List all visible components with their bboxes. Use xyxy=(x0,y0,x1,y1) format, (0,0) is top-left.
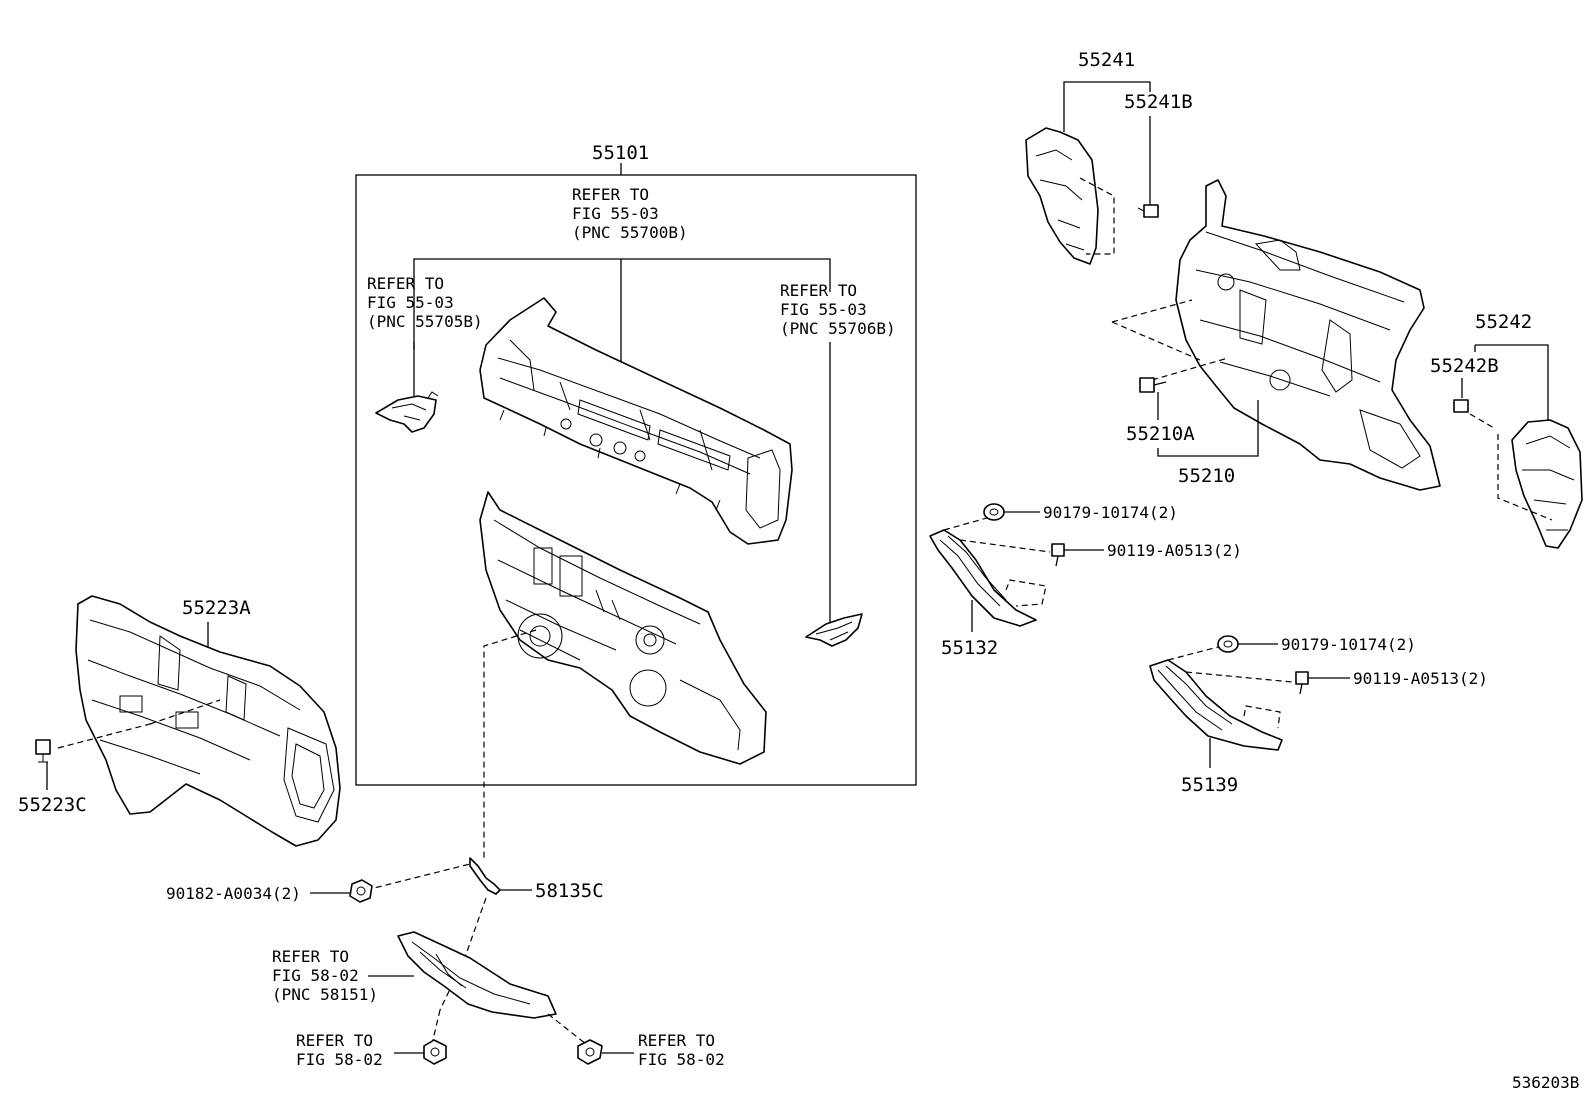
part-label-90119-a0513-a[interactable]: 90119-A0513(2) xyxy=(1107,541,1242,560)
image-code: 536203B xyxy=(1512,1073,1579,1092)
part-label-55242b[interactable]: 55242B xyxy=(1430,355,1499,377)
clip-90179-b xyxy=(1217,635,1239,653)
part-label-55101[interactable]: 55101 xyxy=(592,142,649,164)
bracket-55242 xyxy=(1511,419,1583,549)
clip-ref-bottom-left xyxy=(423,1039,447,1065)
assembly-group-55101: 55101 REFER TO FIG 55-03 (PNC 55700B) RE… xyxy=(355,142,917,786)
clip-55241b xyxy=(1137,204,1159,218)
part-label-55223c[interactable]: 55223C xyxy=(18,794,87,816)
insulator-55132 xyxy=(929,529,1037,627)
assembly-box xyxy=(355,174,917,786)
clip-90179-a xyxy=(983,503,1005,521)
bracket-55241-group: 55241 55241B xyxy=(1025,49,1193,265)
clip-55242b xyxy=(1453,399,1469,413)
refer-left-line1: REFER TO xyxy=(367,274,444,293)
part-label-90119-a0513-b[interactable]: 90119-A0513(2) xyxy=(1353,669,1488,688)
refer-bottom-right-line2[interactable]: FIG 58-02 xyxy=(638,1050,725,1069)
bolt-90119-a xyxy=(1051,543,1065,567)
bracket-right-55706b xyxy=(805,613,863,647)
part-label-55241[interactable]: 55241 xyxy=(1078,49,1135,71)
part-label-90182-a0034[interactable]: 90182-A0034(2) xyxy=(166,884,301,903)
refer-58151-line2[interactable]: FIG 58-02 xyxy=(272,966,359,985)
cowl-top-panel xyxy=(479,297,793,545)
dash-panel xyxy=(479,491,767,765)
refer-center-line1: REFER TO xyxy=(572,185,649,204)
part-label-58135c[interactable]: 58135C xyxy=(535,880,604,902)
dash-silencer-55223a xyxy=(75,595,341,847)
dash-silencer-55210 xyxy=(1175,179,1441,491)
part-label-55139[interactable]: 55139 xyxy=(1181,774,1238,796)
bolt-90119-b xyxy=(1295,671,1309,695)
refer-left-line3: (PNC 55705B) xyxy=(367,312,483,331)
silencer-55223a-group: 55223A 55223C xyxy=(18,595,341,847)
part-label-55241b[interactable]: 55241B xyxy=(1124,91,1193,113)
insulator-55139-group: 90179-10174(2) 90119-A0513(2) 55139 xyxy=(1149,635,1488,796)
insulator-58151 xyxy=(397,931,557,1019)
bracket-left-55705b xyxy=(375,391,439,433)
part-label-55210[interactable]: 55210 xyxy=(1178,465,1235,487)
refer-right-line2[interactable]: FIG 55-03 xyxy=(780,300,867,319)
refer-center-line2[interactable]: FIG 55-03 xyxy=(572,204,659,223)
clip-55223c xyxy=(35,739,51,763)
part-label-55132[interactable]: 55132 xyxy=(941,637,998,659)
refer-left-line2[interactable]: FIG 55-03 xyxy=(367,293,454,312)
silencer-55210-group: 55210A 55210 xyxy=(1111,179,1441,491)
part-label-55242[interactable]: 55242 xyxy=(1475,311,1532,333)
refer-58151-line3: (PNC 58151) xyxy=(272,985,378,1004)
refer-58151-line1: REFER TO xyxy=(272,947,349,966)
part-label-90179-10174-a[interactable]: 90179-10174(2) xyxy=(1043,503,1178,522)
clip-55210a xyxy=(1139,377,1167,393)
refer-center-line3: (PNC 55700B) xyxy=(572,223,688,242)
bracket-55241 xyxy=(1025,127,1099,265)
refer-bottom-left-line1: REFER TO xyxy=(296,1031,373,1050)
insulator-55132-group: 90179-10174(2) 90119-A0513(2) 55132 xyxy=(929,503,1242,659)
clip-ref-bottom-right xyxy=(577,1039,603,1065)
part-label-90179-10174-b[interactable]: 90179-10174(2) xyxy=(1281,635,1416,654)
refer-bottom-left-line2[interactable]: FIG 58-02 xyxy=(296,1050,383,1069)
refer-bottom-right-line1: REFER TO xyxy=(638,1031,715,1050)
refer-right-line3: (PNC 55706B) xyxy=(780,319,896,338)
part-label-55223a[interactable]: 55223A xyxy=(182,597,251,619)
nut-90182 xyxy=(349,879,373,903)
lower-group: 58135C 90182-A0034(2) REFER TO FIG 58-02… xyxy=(166,629,725,1069)
part-label-55210a[interactable]: 55210A xyxy=(1126,423,1195,445)
insulator-55139 xyxy=(1149,659,1283,751)
bracket-58135c xyxy=(469,857,501,895)
bracket-55242-group: 55242 55242B xyxy=(1430,311,1583,549)
refer-right-line1: REFER TO xyxy=(780,281,857,300)
